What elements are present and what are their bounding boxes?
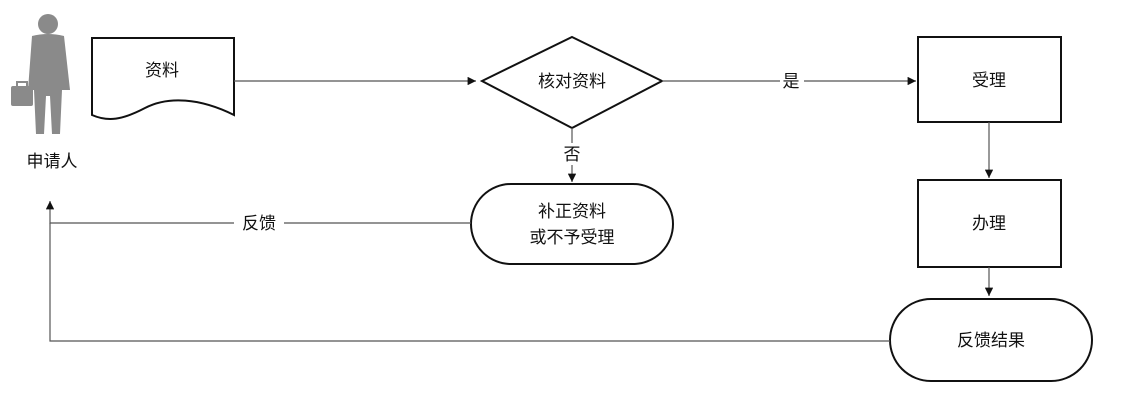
process-node-handle bbox=[917, 179, 1062, 268]
edge-label-bg bbox=[561, 143, 583, 165]
terminator-node-result bbox=[889, 298, 1093, 382]
edge-label-no: 否 bbox=[564, 145, 581, 165]
node-label-materials: 资料 bbox=[145, 61, 179, 81]
node-label-verify: 核对资料 bbox=[538, 72, 606, 92]
node-label-accept: 受理 bbox=[972, 71, 1006, 91]
edge-result-to-actor bbox=[49, 223, 890, 342]
businessman-icon bbox=[11, 14, 70, 134]
edge-label-yes: 是 bbox=[783, 72, 800, 92]
node-label-supplement-line1: 补正资料 bbox=[538, 202, 606, 222]
edge-label-feedback: 反馈 bbox=[242, 214, 276, 234]
edge-label-bg bbox=[234, 212, 284, 234]
edge-label-bg bbox=[780, 70, 804, 92]
actor-label: 申请人 bbox=[27, 152, 78, 172]
node-label-supplement-line2: 或不予受理 bbox=[530, 228, 615, 248]
node-label-handle: 办理 bbox=[972, 214, 1006, 234]
document-node-materials bbox=[91, 37, 235, 121]
terminator-node-supplement bbox=[470, 183, 674, 265]
node-label-result: 反馈结果 bbox=[957, 331, 1025, 351]
